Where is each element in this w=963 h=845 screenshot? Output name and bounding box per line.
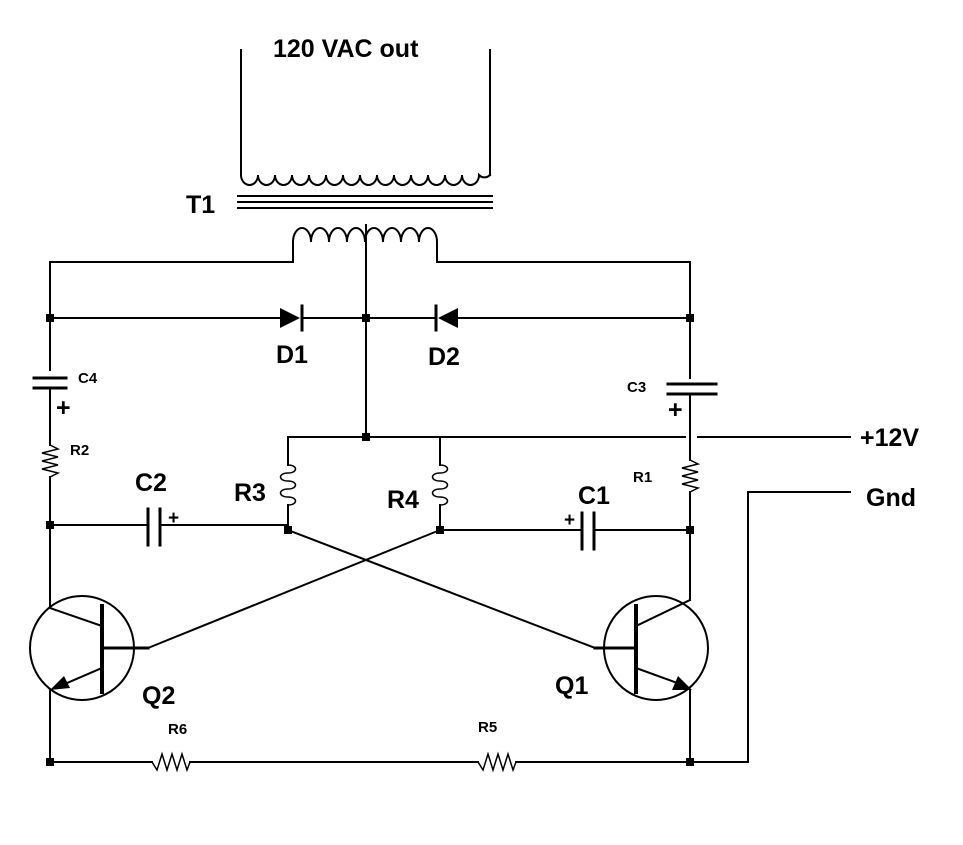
c2-plus: + (168, 508, 179, 529)
label-q2: Q2 (142, 682, 175, 710)
capacitor-c4 (32, 376, 68, 390)
label-r2: R2 (70, 442, 89, 459)
resistor-r1 (681, 459, 701, 493)
c3-plus: + (668, 396, 683, 424)
label-d2: D2 (428, 343, 460, 371)
diode-d1 (280, 304, 304, 332)
label-r3: R3 (234, 479, 266, 507)
c4-plus: + (56, 394, 71, 422)
capacitor-c1 (580, 511, 596, 551)
label-gnd: Gnd (866, 484, 916, 512)
transformer-t1 (237, 49, 493, 263)
label-t1: T1 (186, 191, 215, 219)
junctions (46, 314, 694, 766)
label-d1: D1 (276, 341, 308, 369)
resistor-r4 (431, 464, 449, 506)
label-r1: R1 (633, 469, 652, 486)
resistor-r2 (41, 444, 61, 478)
diode-d2 (434, 304, 458, 332)
capacitor-c3 (666, 382, 718, 396)
label-c3: C3 (627, 379, 646, 396)
secondary-winding (239, 172, 492, 186)
capacitor-c2 (146, 507, 162, 547)
transistor-q1 (593, 595, 709, 701)
resistor-r5 (477, 751, 517, 773)
label-r6: R6 (168, 721, 187, 738)
c1-plus: + (564, 510, 575, 531)
resistor-r3 (279, 464, 297, 506)
resistor-r6 (151, 751, 191, 773)
label-r5: R5 (478, 719, 497, 736)
label-c4: C4 (78, 370, 98, 387)
label-r4: R4 (387, 486, 419, 514)
label-c2: C2 (135, 469, 167, 497)
label-plus12v: +12V (860, 424, 919, 452)
label-q1: Q1 (555, 672, 588, 700)
output-label: 120 VAC out (273, 35, 419, 63)
label-c1: C1 (578, 482, 610, 510)
transistor-q2 (29, 595, 150, 701)
